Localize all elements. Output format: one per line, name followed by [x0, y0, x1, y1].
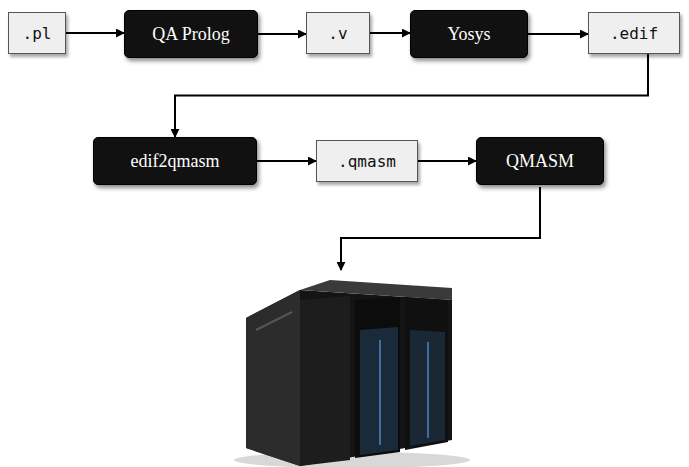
file-box: .pl: [8, 12, 66, 54]
node-label: QA Prolog: [152, 24, 230, 45]
process-box: QMASM: [476, 137, 604, 185]
node-label: .v: [328, 24, 347, 43]
node-label: .qmasm: [338, 152, 396, 171]
node-label: .edif: [610, 24, 658, 43]
process-box: QA Prolog: [124, 10, 258, 58]
flow-arrow: [257, 160, 316, 162]
file-box: .qmasm: [316, 140, 418, 182]
node-label: edif2qmasm: [131, 151, 220, 172]
flow-arrow: [370, 32, 410, 34]
flow-arrow: [66, 32, 124, 34]
flow-arrow: [528, 33, 588, 35]
node-label: Yosys: [447, 24, 490, 45]
quantum-computer-illustration: [234, 280, 470, 467]
process-box: edif2qmasm: [93, 137, 257, 185]
flow-arrow: [175, 54, 648, 137]
process-box: Yosys: [410, 10, 528, 58]
file-box: .v: [306, 12, 370, 54]
flow-arrow: [418, 160, 476, 162]
file-box: .edif: [588, 12, 680, 54]
node-label: .pl: [23, 24, 52, 43]
output-arrow: [341, 187, 540, 270]
node-label: QMASM: [506, 151, 574, 172]
flow-arrow: [258, 33, 306, 35]
